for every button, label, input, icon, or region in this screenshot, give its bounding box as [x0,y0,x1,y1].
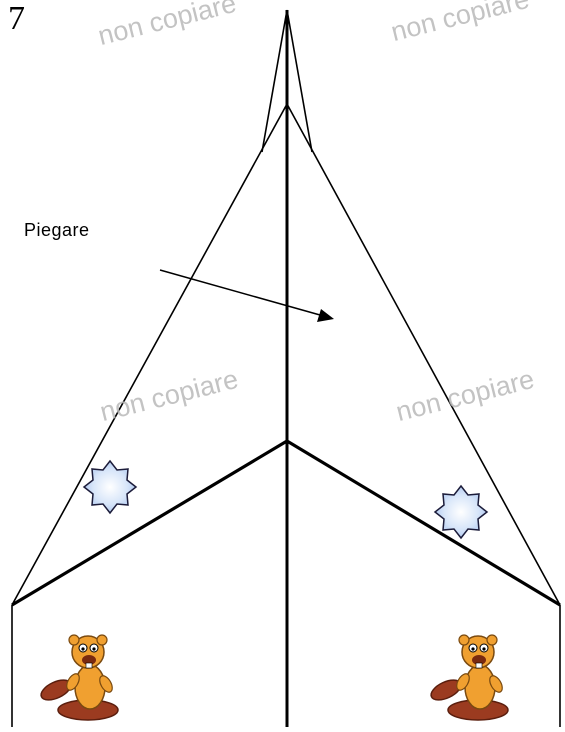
arrow-head-icon [317,309,334,322]
spike-right-line [287,10,312,152]
star-icon [84,461,136,513]
left-wing-line [12,441,287,605]
right-edge-line [287,104,560,605]
spike-left-line [262,10,287,152]
right-wing-line [287,441,560,605]
fold-arrow [160,270,334,322]
left-edge-line [12,104,287,605]
step-number: 7 [8,2,25,36]
beaver-icon [428,635,508,720]
fold-instruction-label: Piegare [24,220,90,241]
star-icon [435,486,487,538]
beaver-icon [38,635,118,720]
